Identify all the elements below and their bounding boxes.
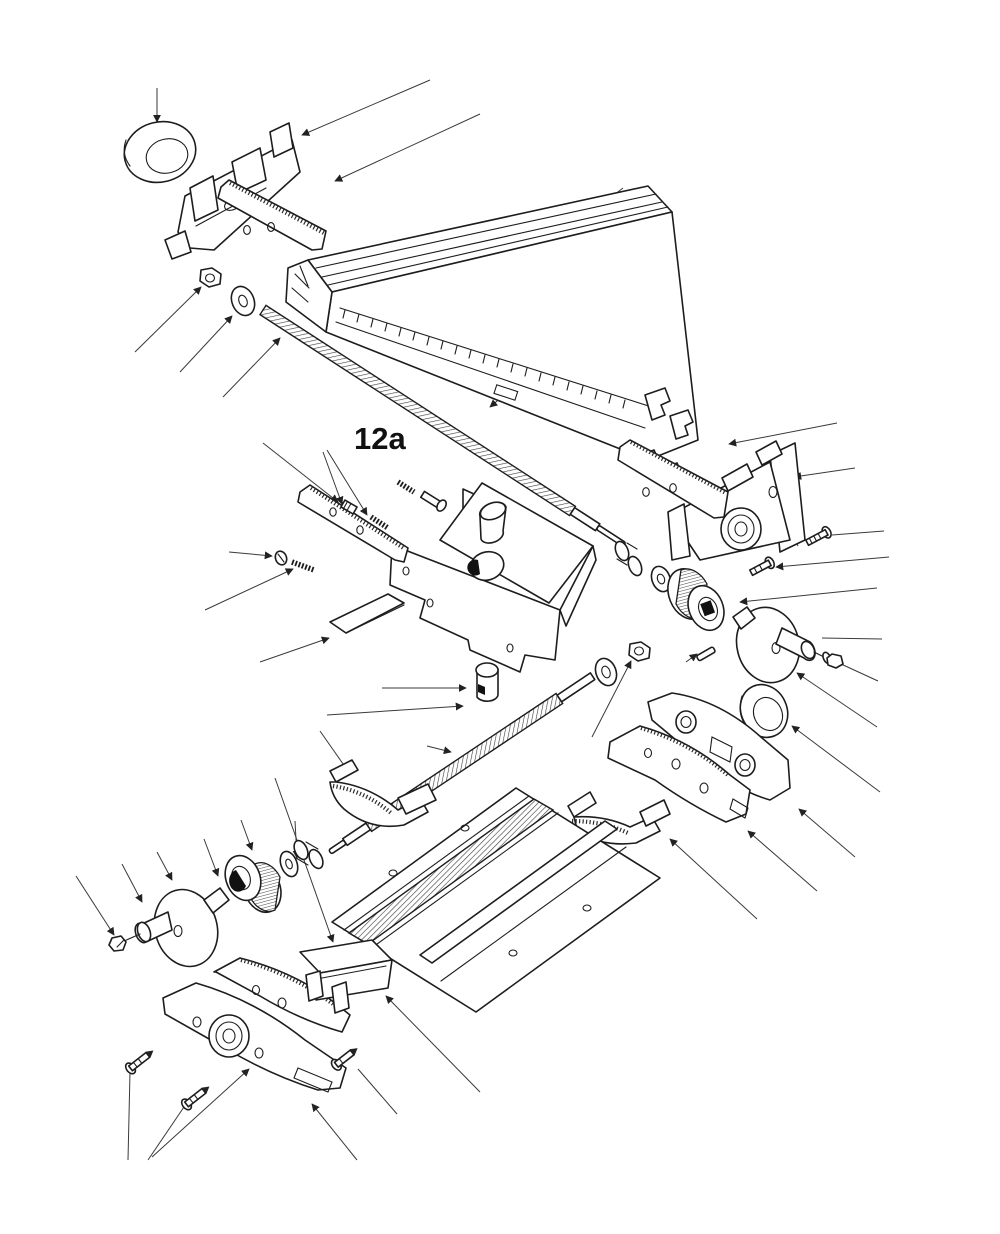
saddle-top-face (439, 482, 594, 604)
base-plate (331, 787, 661, 1013)
hex-nut-left (199, 267, 222, 288)
gib-screw-2 (419, 490, 447, 512)
saddle-right-face (559, 545, 597, 627)
table-tslot-hook-1 (644, 387, 671, 421)
leader-lines (75, 79, 890, 1161)
bushing-left (293, 839, 324, 870)
saddle-left-wing (329, 593, 405, 634)
table-clamp (299, 939, 393, 1014)
main-table (285, 185, 699, 478)
left-bearing-boss (208, 1014, 250, 1058)
handwheel-left (108, 887, 230, 968)
saddle-top-boss (478, 501, 507, 544)
gib-screw-left (274, 550, 315, 573)
crank-boss-left (134, 911, 173, 944)
gib-spring-2 (396, 479, 416, 495)
cap-ring-right (739, 683, 789, 739)
bracket-screw-br (330, 1048, 358, 1071)
saddle-gib-strip (297, 484, 409, 563)
table-scale-ticks (342, 309, 626, 409)
crank-bolt-right (813, 651, 844, 669)
handle-cone-left (203, 887, 230, 914)
handwheel-right (732, 606, 844, 684)
left-main-bracket (162, 982, 347, 1093)
base-rack (347, 798, 555, 945)
crank-bolt-left (108, 933, 141, 952)
gib-plate-right (617, 439, 729, 519)
gib-set-screw (340, 499, 358, 515)
right-front-bracket (607, 725, 751, 823)
knurled-dial-left (224, 854, 282, 914)
bracket-screw-bl-1 (124, 1050, 154, 1075)
bracket-bearing-boss (720, 507, 762, 551)
saddle-nut-boss (467, 550, 505, 582)
saddle-bottom-boss (475, 662, 499, 702)
part-label-12a: 12a (354, 421, 406, 456)
bearing-strap-1 (329, 759, 437, 828)
knurled-dial-x (667, 568, 725, 632)
handle-cone-right (732, 606, 756, 630)
spacer-bushing-x (614, 540, 643, 577)
washer-x (650, 565, 672, 593)
washer-left (230, 285, 256, 317)
gib-serration (229, 181, 325, 235)
bracket-screw-1 (804, 525, 832, 547)
base-front-rail (419, 820, 618, 964)
hex-nut-y (628, 641, 651, 662)
table-scale-edge (339, 307, 656, 409)
leadscrew-x (259, 304, 626, 547)
saddle (329, 482, 597, 702)
washer-left-wheel (279, 850, 299, 878)
washer-y (594, 657, 618, 687)
crank-boss-right (775, 627, 816, 662)
handwheel-cap-top-left (123, 120, 197, 184)
gib-strip-top-left (217, 179, 327, 251)
right-end-bracket (667, 440, 806, 561)
spring-pin-x (696, 646, 716, 662)
table-left-end-face (285, 259, 333, 333)
bracket-screw-2 (748, 556, 776, 577)
bracket-screw-bl-2 (180, 1086, 210, 1111)
table-slot-window (493, 384, 519, 401)
saddle-front-face (389, 544, 561, 673)
table-tslot-hook-2 (669, 409, 694, 440)
